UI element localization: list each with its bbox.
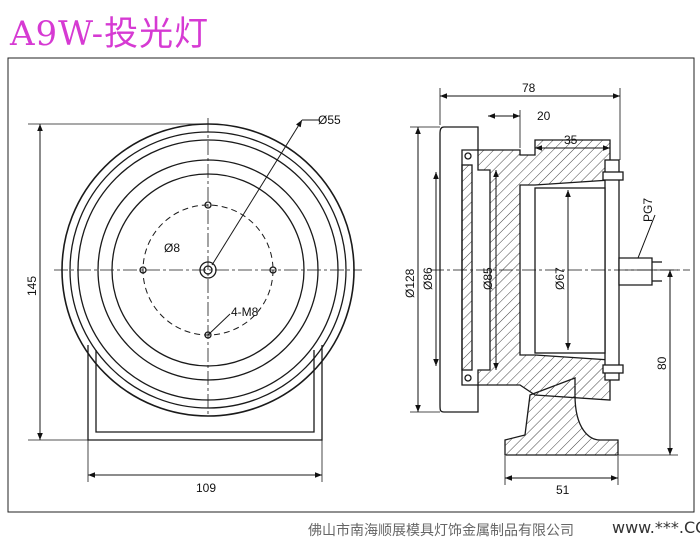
drawing-title: A9W-投光灯 (10, 14, 210, 54)
dim-78-label: 78 (522, 81, 536, 95)
side-screw (602, 171, 624, 181)
dim-20-label: 20 (537, 109, 551, 123)
side-cable-gland (618, 257, 653, 286)
front-bracket (87, 345, 323, 441)
side-screw (464, 152, 472, 160)
dim-51-label: 51 (556, 483, 570, 497)
dia-86-label: Ø86 (421, 267, 435, 290)
dim-35-label: 35 (564, 133, 578, 147)
dia-85-label: Ø85 (481, 267, 495, 290)
front-bracket-inner (95, 350, 315, 433)
front-view (28, 118, 362, 482)
dia-67-label: Ø67 (553, 267, 567, 290)
dia-55-label: Ø55 (318, 113, 341, 127)
side-cavity (534, 187, 606, 354)
side-lens (461, 164, 473, 371)
side-view (439, 126, 662, 456)
height-145-label: 145 (25, 276, 39, 296)
side-front-flange (439, 126, 479, 413)
dia-128-label: Ø128 (403, 268, 417, 298)
dim-80-label: 80 (655, 356, 669, 370)
watermark: www.***.COM (612, 518, 700, 537)
cable-gland-label: PG7 (641, 198, 655, 222)
company-footer: 佛山市南海顺展模具灯饰金属制品有限公司 (308, 523, 574, 539)
drawing-frame (7, 57, 695, 513)
front-screw-hole (204, 201, 212, 209)
screw-spec-label: 4-M8 (231, 305, 259, 319)
side-screw (464, 374, 472, 382)
side-screw (602, 364, 624, 374)
dia-8-label: Ø8 (164, 241, 180, 255)
width-109-label: 109 (196, 481, 216, 495)
